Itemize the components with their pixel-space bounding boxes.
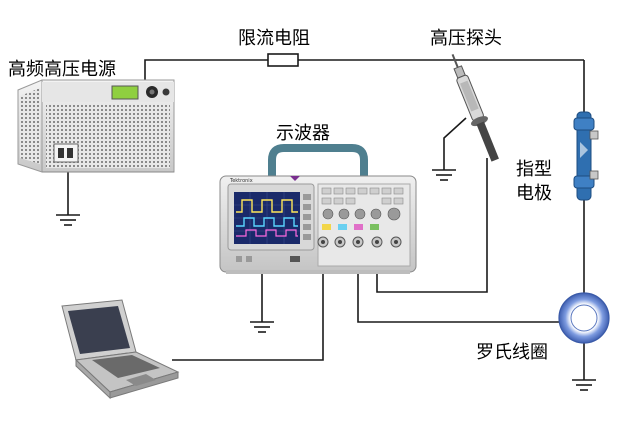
scope-knob-icon — [322, 208, 334, 220]
oscilloscope: Tektronix — [219, 144, 417, 274]
top-wire — [144, 59, 268, 84]
label-coil: 罗氏线圈 — [476, 342, 548, 363]
probe-ground-wire — [443, 117, 467, 170]
label-probe: 高压探头 — [430, 28, 502, 49]
current-limiting-resistor — [267, 53, 299, 67]
psu-display — [111, 85, 139, 100]
ground-psu — [56, 214, 80, 226]
ground-coil — [572, 379, 596, 391]
laptop-cable — [172, 246, 324, 361]
waveform-yellow — [236, 199, 298, 213]
hv-power-supply — [17, 79, 175, 173]
scope-brand: Tektronix — [229, 178, 253, 184]
laptop-screen — [68, 306, 130, 354]
scope-channel-inputs — [317, 236, 402, 248]
waveform-magenta — [236, 229, 298, 237]
label-resistor: 限流电阻 — [238, 28, 310, 49]
ground-probe — [432, 169, 456, 181]
finger-electrode — [573, 111, 599, 201]
rogowski-coil — [558, 292, 610, 344]
label-electrode-line1: 指型 — [516, 159, 552, 180]
ground-scope — [250, 321, 274, 333]
label-electrode-line2: 电极 — [516, 183, 552, 204]
label-oscilloscope: 示波器 — [276, 123, 330, 144]
scope-handle — [268, 144, 368, 182]
label-power-supply: 高频高压电源 — [8, 59, 116, 80]
waveform-cyan — [236, 217, 298, 227]
hv-probe — [451, 53, 499, 162]
laptop — [61, 299, 180, 400]
